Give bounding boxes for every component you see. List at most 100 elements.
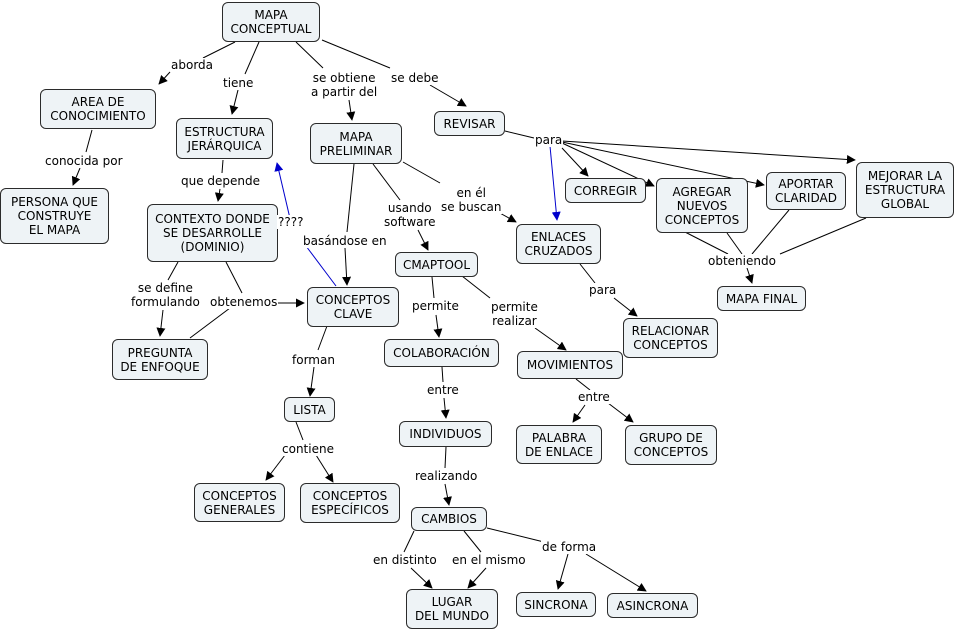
concept-contexto[interactable]: CONTEXTO DONDE SE DESARROLLE (DOMINIO) <box>147 204 278 262</box>
link-label-permite[interactable]: permite <box>411 299 460 313</box>
link-label-en-el-se-buscan[interactable]: en él se buscan <box>440 186 503 214</box>
link-line <box>575 378 591 391</box>
concept-mapa-preliminar[interactable]: MAPA PRELIMINAR <box>310 123 402 164</box>
link-line <box>463 530 482 553</box>
link-line <box>429 84 467 107</box>
link-line <box>71 167 81 186</box>
link-label-para-enlaces[interactable]: para <box>588 283 618 297</box>
concept-asincrona[interactable]: ASINCRONA <box>607 593 698 618</box>
concept-enlaces-cruzados[interactable]: ENLACES CRUZADOS <box>516 224 601 264</box>
concept-conceptos-clave[interactable]: CONCEPTOS CLAVE <box>307 287 399 327</box>
concept-lugar-del-mundo[interactable]: LUGAR DEL MUNDO <box>406 589 498 629</box>
link-line <box>684 231 729 255</box>
concept-mapa-final[interactable]: MAPA FINAL <box>717 286 806 311</box>
concept-aportar-claridad[interactable]: APORTAR CLARIDAD <box>766 172 846 210</box>
link-label-se-define[interactable]: se define formulando <box>130 281 201 309</box>
link-line <box>156 309 166 337</box>
concept-relacionar-conceptos[interactable]: RELACIONAR CONCEPTOS <box>623 318 718 358</box>
concept-mejorar-estructura[interactable]: MEJORAR LA ESTRUCTURA GLOBAL <box>856 162 954 218</box>
link-line <box>321 39 391 69</box>
concept-corregir[interactable]: CORREGIR <box>565 178 646 203</box>
link-label-se-debe[interactable]: se debe <box>390 71 440 85</box>
link-label-de-forma[interactable]: de forma <box>541 540 598 554</box>
concept-conceptos-generales[interactable]: CONCEPTOS GENERALES <box>194 483 285 522</box>
link-line <box>372 163 401 201</box>
link-label-question[interactable]: ???? <box>277 215 305 229</box>
concept-conceptos-especificos[interactable]: CONCEPTOS ESPECÍFICOS <box>300 483 400 523</box>
concept-sincrona[interactable]: SINCRONA <box>516 592 596 617</box>
link-line <box>403 530 415 553</box>
concept-estructura-jerarquica[interactable]: ESTRUCTURA JERÁRQUICA <box>176 118 273 159</box>
link-line <box>244 41 260 75</box>
link-label-se-obtiene[interactable]: se obtiene a partir del <box>310 71 379 99</box>
concept-movimientos[interactable]: MOVIMIENTOS <box>517 351 623 379</box>
link-line <box>317 325 328 351</box>
link-line <box>504 130 535 139</box>
link-line <box>221 159 224 174</box>
link-line <box>265 454 286 481</box>
link-label-realizando[interactable]: realizando <box>414 469 479 483</box>
concept-revisar[interactable]: REVISAR <box>434 111 505 136</box>
link-label-obteniendo[interactable]: obteniendo <box>707 254 777 268</box>
link-line <box>745 267 754 284</box>
link-line <box>214 188 224 202</box>
concept-mapa-conceptual[interactable]: MAPA CONCEPTUAL <box>222 2 320 42</box>
link-line <box>534 327 567 351</box>
link-label-en-distinto[interactable]: en distinto <box>372 553 438 567</box>
link-line <box>572 404 586 423</box>
link-line <box>779 217 867 255</box>
link-line <box>561 147 589 177</box>
link-label-aborda[interactable]: aborda <box>170 58 215 72</box>
link-label-que-depende[interactable]: que depende <box>180 174 262 188</box>
concept-cmaptool[interactable]: CMAPTOOL <box>395 252 478 277</box>
link-line <box>306 366 316 397</box>
link-line <box>229 89 239 115</box>
link-label-obtenemos[interactable]: obtenemos <box>209 295 279 309</box>
concept-agregar-nuevos-conceptos[interactable]: AGREGAR NUEVOS CONCEPTOS <box>656 178 748 233</box>
link-label-basandose[interactable]: basándose en <box>302 234 388 248</box>
link-line <box>346 163 355 233</box>
link-line <box>751 209 790 255</box>
link-label-usando-software[interactable]: usando software <box>383 201 437 229</box>
concept-individuos[interactable]: INDIVIDUOS <box>399 421 492 447</box>
concept-lista[interactable]: LISTA <box>284 397 335 422</box>
link-label-conocida-por[interactable]: conocida por <box>44 154 124 168</box>
link-line <box>607 402 634 423</box>
concept-colaboracion[interactable]: COLABORACIÓN <box>384 339 499 367</box>
link-line <box>295 421 304 441</box>
link-line <box>441 366 444 383</box>
link-line <box>346 99 356 121</box>
link-label-contiene[interactable]: contiene <box>281 442 335 456</box>
link-line <box>561 141 765 188</box>
link-label-forman[interactable]: forman <box>291 353 336 367</box>
link-line <box>85 129 93 153</box>
link-label-tiene[interactable]: tiene <box>222 76 255 90</box>
link-line <box>461 275 491 299</box>
link-line <box>486 527 549 544</box>
link-line <box>561 140 856 164</box>
link-label-para-revisar[interactable]: para <box>534 133 564 147</box>
concept-pregunta-de-enfoque[interactable]: PREGUNTA DE ENFOQUE <box>112 339 208 380</box>
concept-palabra-de-enlace[interactable]: PALABRA DE ENLACE <box>516 425 602 464</box>
concept-cambios[interactable]: CAMBIOS <box>411 507 487 531</box>
link-line <box>158 71 171 85</box>
link-line <box>189 307 231 339</box>
link-label-entre[interactable]: entre <box>426 383 460 397</box>
link-line <box>467 567 487 589</box>
cross-link-line <box>549 145 561 221</box>
link-line <box>433 314 443 338</box>
link-label-permite-realizar[interactable]: permite realizar <box>490 300 539 328</box>
link-line <box>440 397 450 419</box>
concept-grupo-de-conceptos[interactable]: GRUPO DE CONCEPTOS <box>625 425 717 465</box>
link-line <box>167 261 179 281</box>
concept-persona[interactable]: PERSONA QUE CONSTRUYE EL MAPA <box>0 188 109 244</box>
link-line <box>202 41 236 59</box>
link-label-entre-movimientos[interactable]: entre <box>577 390 611 404</box>
concept-area-de-conocimiento[interactable]: AREA DE CONOCIMIENTO <box>40 89 156 129</box>
link-line <box>417 229 429 251</box>
cross-link-line <box>302 241 337 287</box>
link-line <box>295 41 324 69</box>
link-label-en-el-mismo[interactable]: en el mismo <box>451 553 527 567</box>
link-line <box>444 446 447 469</box>
